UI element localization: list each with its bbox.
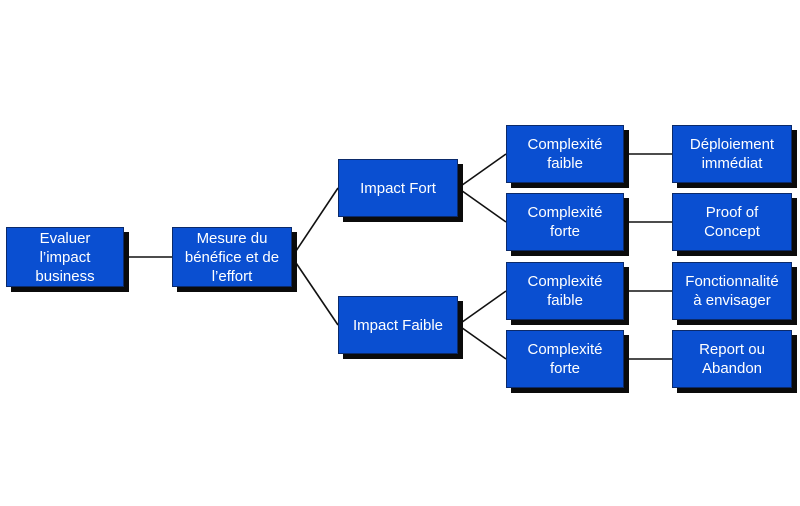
connector-impact_fort-to-fort_faible [457,153,507,189]
node-impact-fort: Impact Fort [338,159,458,217]
node-impact-faible: Impact Faible [338,296,458,354]
connector-impact_fort-to-fort_forte [457,187,507,223]
connector-impact_faible-to-faible_faible [457,290,507,326]
connector-impact_faible-to-faible_forte [457,324,507,360]
connector-measure-to-impact_fort [291,187,339,258]
connector-measure-to-impact_faible [291,256,339,326]
